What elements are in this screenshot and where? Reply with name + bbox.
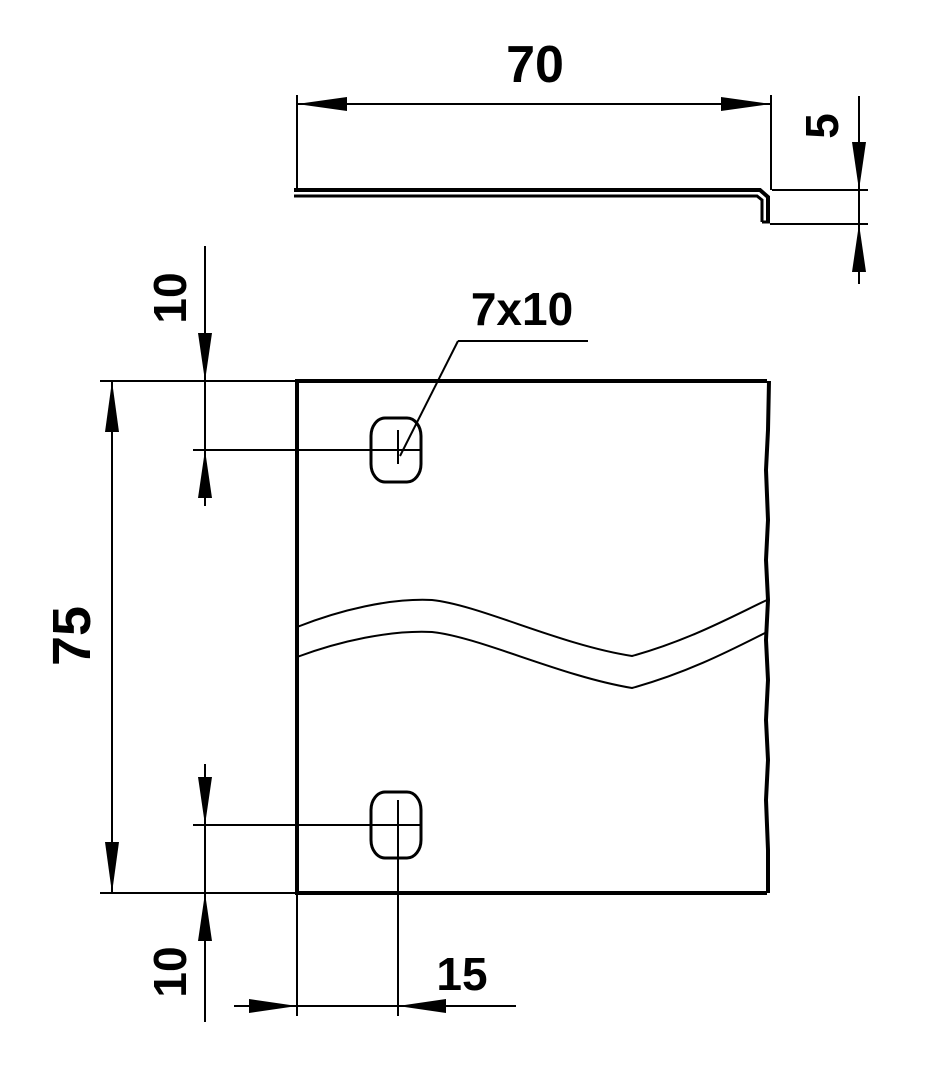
dim-top-10-label: 10 — [144, 272, 196, 323]
dim-bottom-10-label: 10 — [144, 946, 196, 997]
dim-15-arrow-left — [249, 999, 297, 1013]
dim-70-arrow-right — [721, 97, 771, 111]
dim-75-arrow-top — [105, 381, 119, 432]
dim-top-10-arrow-lower — [198, 450, 212, 498]
dim-75-label: 75 — [42, 606, 102, 666]
dim-5-arrow-bottom — [852, 224, 866, 272]
side-view-plate — [294, 188, 770, 222]
side-view: 70 5 — [294, 36, 868, 284]
leader-7x10-diagonal — [399, 340, 459, 457]
side-view-plate-underside — [294, 194, 764, 222]
break-line-upper — [296, 598, 768, 658]
dim-15-arrow-right — [398, 999, 446, 1013]
dim-7x10-label: 7x10 — [471, 283, 573, 335]
dim-bottom-10-arrow-lower — [198, 893, 212, 941]
dim-5-label: 5 — [796, 113, 848, 139]
plate-outline — [295, 379, 767, 895]
dim-70-arrow-left — [297, 97, 347, 111]
dim-75-arrow-bottom — [105, 842, 119, 893]
plate-right-edge — [763, 380, 771, 893]
dim-5-arrow-top — [852, 142, 866, 190]
break-line-lower — [296, 630, 768, 690]
front-view: 7x10 75 10 10 15 — [42, 246, 771, 1022]
dim-70-label: 70 — [506, 36, 564, 94]
dim-top-10-arrow-upper — [198, 333, 212, 381]
dim-15-label: 15 — [436, 948, 487, 1000]
dim-bottom-10-arrow-upper — [198, 777, 212, 825]
